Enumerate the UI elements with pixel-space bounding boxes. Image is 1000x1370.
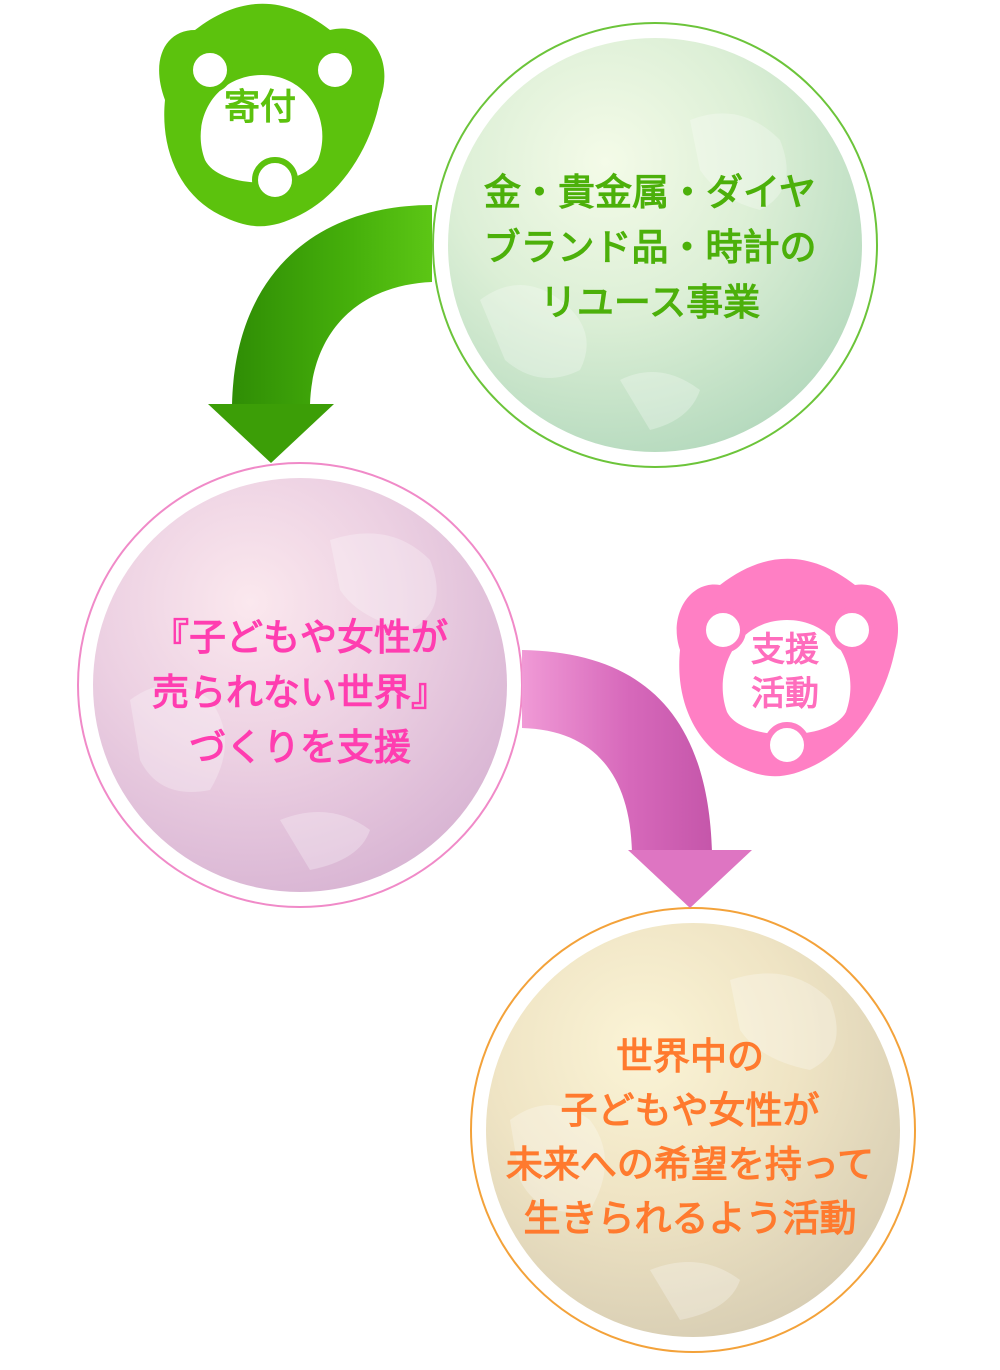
globe-reuse-line: ブランド品・時計の [483,226,817,269]
globe-support [77,462,523,908]
badge-support-label: 支援 活動 [735,628,835,716]
globe-support-text: 『子どもや女性が 売られない世界』 づくりを支援 [100,610,500,775]
badge-donation [159,3,385,227]
person-head-icon [700,607,746,653]
continents-icon [130,533,437,870]
globe-activity-line: 生きられるよう活動 [523,1197,857,1240]
globe-reuse-sphere [448,38,862,452]
badge-support-line: 支援 [751,630,819,670]
person-head-icon [764,722,810,768]
badge-support [676,558,899,777]
globe-support-line: 売られない世界』 [152,671,448,714]
globe-activity-line: 未来への希望を持って [505,1143,875,1186]
person-head-icon [187,47,233,93]
arrow-support [522,650,752,908]
arrow-support-body [522,650,712,852]
person-head-icon [829,607,875,653]
arrow-donation-head [208,404,334,463]
globe-activity-text: 世界中の 子どもや女性が 未来への希望を持って 生きられるよう活動 [480,1030,900,1246]
globe-support-line: づくりを支援 [189,726,411,769]
badge-donation-line: 寄付 [223,87,296,128]
continents-icon [480,113,787,430]
badge-support-line: 活動 [751,674,819,714]
arrow-donation [208,205,432,463]
globe-reuse-line: 金・貴金属・ダイヤ [484,171,816,214]
globe-support-sphere [93,478,507,892]
person-head-icon [312,47,358,93]
badge-donation-label: 寄付 [210,86,310,130]
globe-activity [470,907,916,1353]
continents-icon [510,973,837,1320]
globe-reuse [432,22,878,468]
arrow-support-head [628,850,752,908]
globe-activity-sphere [486,923,900,1337]
globe-reuse-line: リユース事業 [539,281,761,324]
globe-activity-line: 世界中の [616,1035,764,1078]
globe-activity-line: 子どもや女性が [560,1089,820,1132]
globe-support-line: 『子どもや女性が [152,616,448,659]
globe-reuse-text: 金・貴金属・ダイヤ ブランド品・時計の リユース事業 [450,165,850,330]
person-head-icon [252,157,298,203]
arrow-donation-body [232,205,432,405]
